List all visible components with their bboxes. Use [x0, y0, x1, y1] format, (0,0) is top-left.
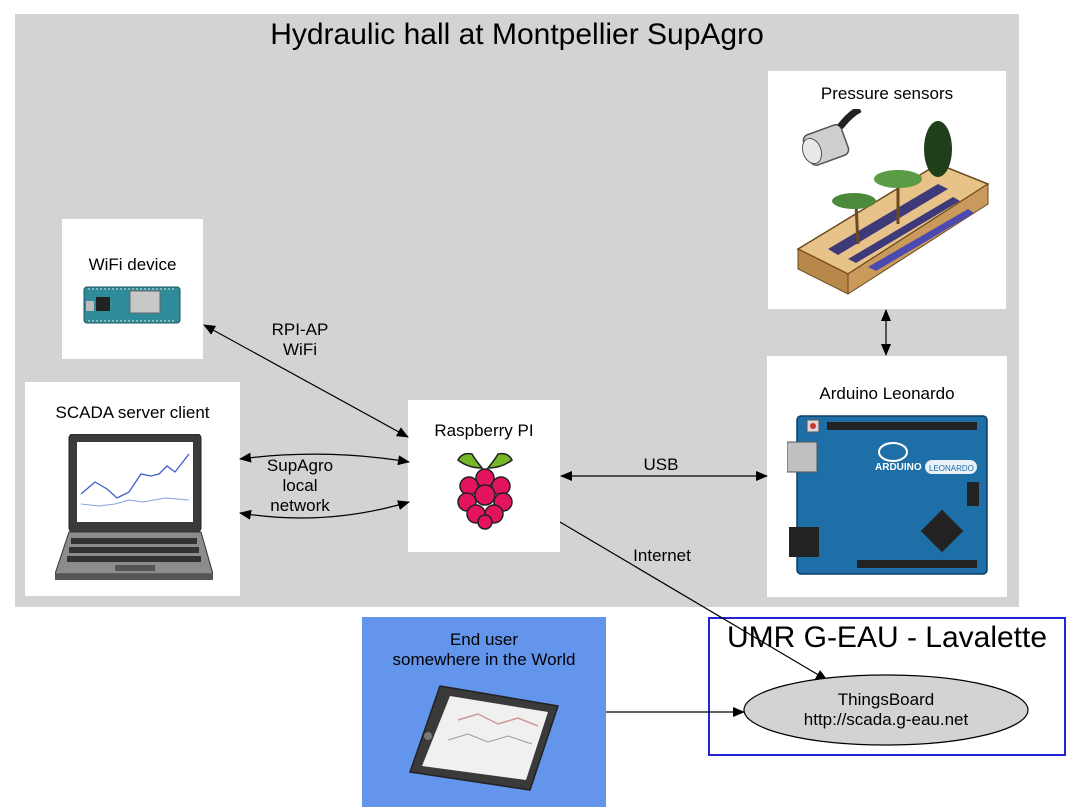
wifi-edge-label-line2: WiFi: [283, 340, 317, 359]
arduino-leonardo-node: Arduino Leonardo ARDUINO LEONARDO: [767, 356, 1007, 597]
wifi-device-label: WiFi device: [88, 255, 177, 274]
wifi-board-icon: [83, 286, 181, 324]
end-user-label-line1: End user: [449, 630, 519, 649]
network-edge-label-line1: SupAgro: [266, 456, 334, 475]
wifi-device-node: WiFi device: [62, 219, 203, 359]
arduino-board-icon: ARDUINO LEONARDO: [787, 415, 988, 575]
arduino-leonardo-label: Arduino Leonardo: [819, 384, 955, 403]
scada-client-label: SCADA server client: [55, 403, 210, 422]
raspberry-pi-node: Raspberry PI: [408, 400, 560, 552]
network-edge-label-line3: network: [270, 496, 330, 515]
wifi-edge-label-line1: RPI-AP: [271, 320, 329, 339]
network-edge-upper: [239, 452, 410, 466]
thingsboard-label-line2: http://scada.g-eau.net: [803, 710, 969, 729]
smartphone-icon: [408, 685, 559, 791]
leonardo-board-text: LEONARDO: [929, 464, 974, 473]
pressure-sensor-illustration: [796, 109, 990, 295]
pressure-sensors-label: Pressure sensors: [820, 84, 954, 103]
network-edge-label-line2: local: [282, 476, 318, 495]
thingsboard-node: [743, 674, 1029, 746]
arduino-board-text: ARDUINO: [875, 462, 922, 473]
end-user-label-line2: somewhere in the World: [392, 650, 576, 669]
wifi-edge: [203, 324, 409, 438]
thingsboard-label-line1: ThingsBoard: [837, 690, 935, 709]
hall-title: Hydraulic hall at Montpellier SupAgro: [270, 18, 764, 51]
network-edge-lower: [239, 500, 410, 520]
raspberry-pi-label: Raspberry PI: [434, 421, 534, 440]
scada-client-node: SCADA server client: [25, 382, 240, 596]
internet-edge-label: Internet: [633, 546, 691, 565]
usb-edge-label: USB: [643, 455, 679, 474]
lab-title: UMR G-EAU - Lavalette: [726, 621, 1048, 654]
internet-edge: [559, 521, 828, 681]
raspberry-logo-icon: [457, 452, 513, 530]
laptop-icon: [55, 434, 213, 580]
pressure-sensors-node: Pressure sensors: [768, 71, 1006, 309]
